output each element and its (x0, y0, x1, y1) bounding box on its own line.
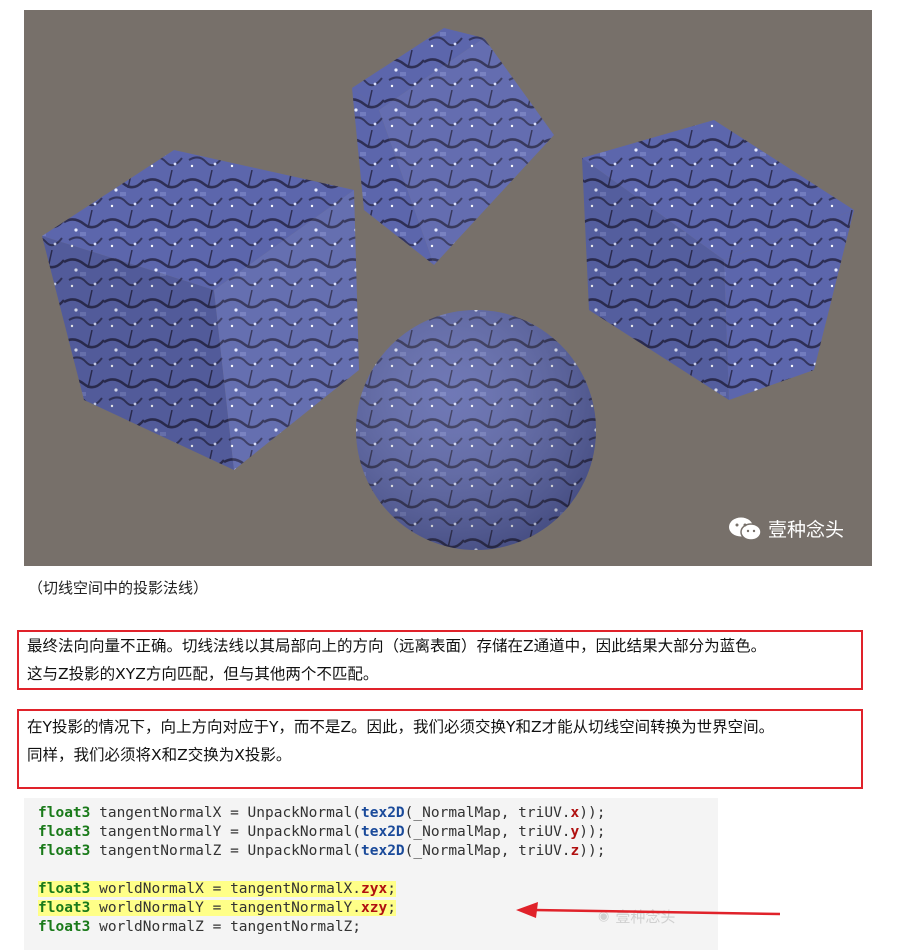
code-line: float3 tangentNormalY = UnpackNormal(tex… (38, 824, 606, 840)
note-1-line-1: 最终法向向量不正确。切线法线以其局部向上的方向（远离表面）存储在Z通道中，因此结… (27, 637, 767, 655)
code-line-highlighted: float3 worldNormalX = tangentNormalX.zyx… (38, 881, 396, 897)
scene-watermark: 壹种念头 (728, 515, 844, 542)
code-line: float3 tangentNormalX = UnpackNormal(tex… (38, 805, 606, 821)
annotation-box-2: 在Y投影的情况下，向上方向对应于Y，而不是Z。因此，我们必须交换Y和Z才能从切线… (17, 709, 863, 789)
right-cube (582, 120, 854, 400)
annotation-box-1: 最终法向向量不正确。切线法线以其局部向上的方向（远离表面）存储在Z通道中，因此结… (17, 630, 863, 690)
note-2-line-1: 在Y投影的情况下，向上方向对应于Y，而不是Z。因此，我们必须交换Y和Z才能从切线… (27, 718, 775, 736)
sphere (356, 310, 596, 550)
wechat-icon: ◉ (598, 909, 610, 924)
code-line-highlighted: float3 worldNormalY = tangentNormalY.xzy… (38, 900, 396, 916)
code-line: float3 tangentNormalZ = UnpackNormal(tex… (38, 843, 606, 859)
note-2-line-2: 同样，我们必须将X和Z交换为X投影。 (27, 746, 292, 764)
middle-cube (352, 28, 554, 265)
left-cube (42, 150, 359, 470)
scene-watermark-text: 壹种念头 (767, 519, 844, 541)
image-caption: （切线空间中的投影法线） (28, 579, 209, 597)
code-line: float3 worldNormalZ = tangentNormalZ; (38, 919, 362, 935)
wechat-icon (728, 517, 762, 541)
projection-scene-image: 壹种念头 (24, 10, 872, 566)
note-1-line-2: 这与Z投影的XYZ方向匹配，但与其他两个不匹配。 (27, 665, 379, 683)
red-arrow-icon (516, 902, 781, 918)
code-block: float3 tangentNormalX = UnpackNormal(tex… (24, 798, 718, 950)
